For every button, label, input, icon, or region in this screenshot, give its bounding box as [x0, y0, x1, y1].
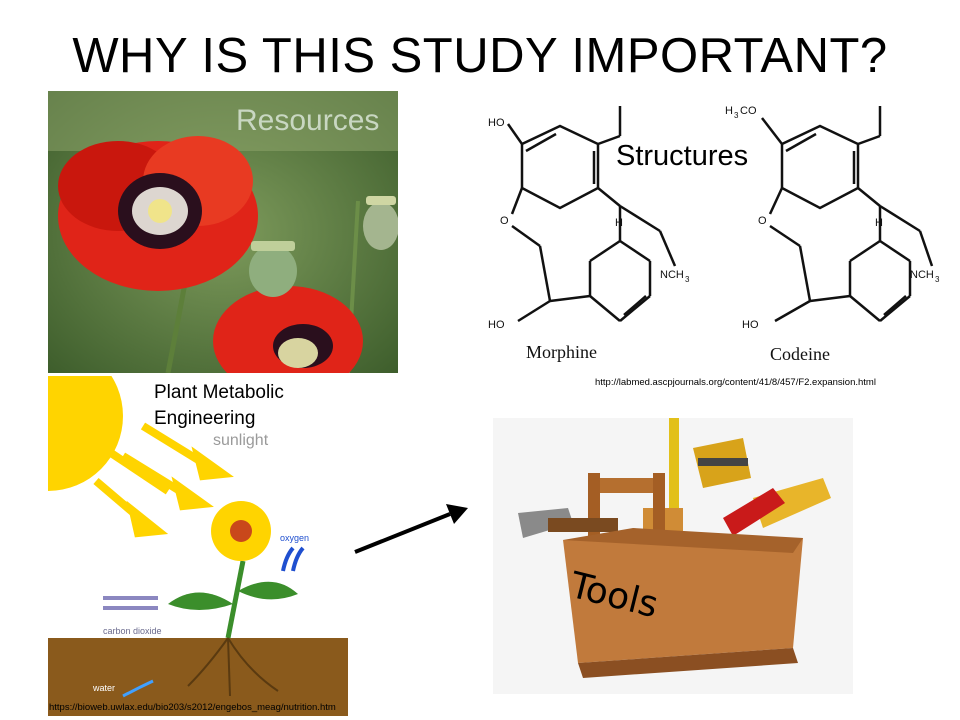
codeine-label: Codeine — [770, 344, 830, 364]
svg-text:HO: HO — [488, 117, 505, 129]
sun-icon — [48, 376, 123, 491]
arrow-icon — [354, 504, 468, 554]
svg-text:NCH: NCH — [660, 269, 684, 281]
bioweb-source-url: https://bioweb.uwlax.edu/bio203/s2012/en… — [49, 702, 336, 713]
svg-text:O: O — [500, 215, 509, 227]
toolbox-image — [493, 418, 853, 694]
svg-text:CO: CO — [740, 105, 757, 117]
svg-text:HO: HO — [742, 319, 759, 331]
morphine-label: Morphine — [526, 342, 597, 362]
svg-text:H: H — [875, 217, 883, 229]
oxygen-label: oxygen — [280, 533, 309, 543]
structures-label: Structures — [616, 140, 749, 172]
photosynthesis-diagram: oxygen carbon dioxide water — [48, 376, 348, 716]
svg-text:O: O — [758, 215, 767, 227]
co2-label: carbon dioxide — [103, 626, 162, 636]
svg-text:HO: HO — [488, 319, 505, 331]
svg-text:H: H — [725, 105, 733, 117]
poppy-photo — [48, 91, 398, 373]
slide-title: WHY IS THIS STUDY IMPORTANT? — [72, 29, 888, 83]
svg-text:3: 3 — [734, 111, 739, 120]
resources-label: Resources — [236, 104, 380, 137]
svg-text:3: 3 — [685, 275, 690, 284]
svg-text:NCH: NCH — [910, 269, 934, 281]
sunlight-label: sunlight — [213, 432, 269, 449]
labmed-source-url: http://labmed.ascpjournals.org/content/4… — [595, 377, 876, 388]
plant-metabolic-engineering-label: Plant Metabolic Engineering — [154, 382, 284, 429]
svg-text:H: H — [615, 217, 623, 229]
water-label: water — [92, 683, 115, 693]
svg-text:3: 3 — [935, 275, 940, 284]
